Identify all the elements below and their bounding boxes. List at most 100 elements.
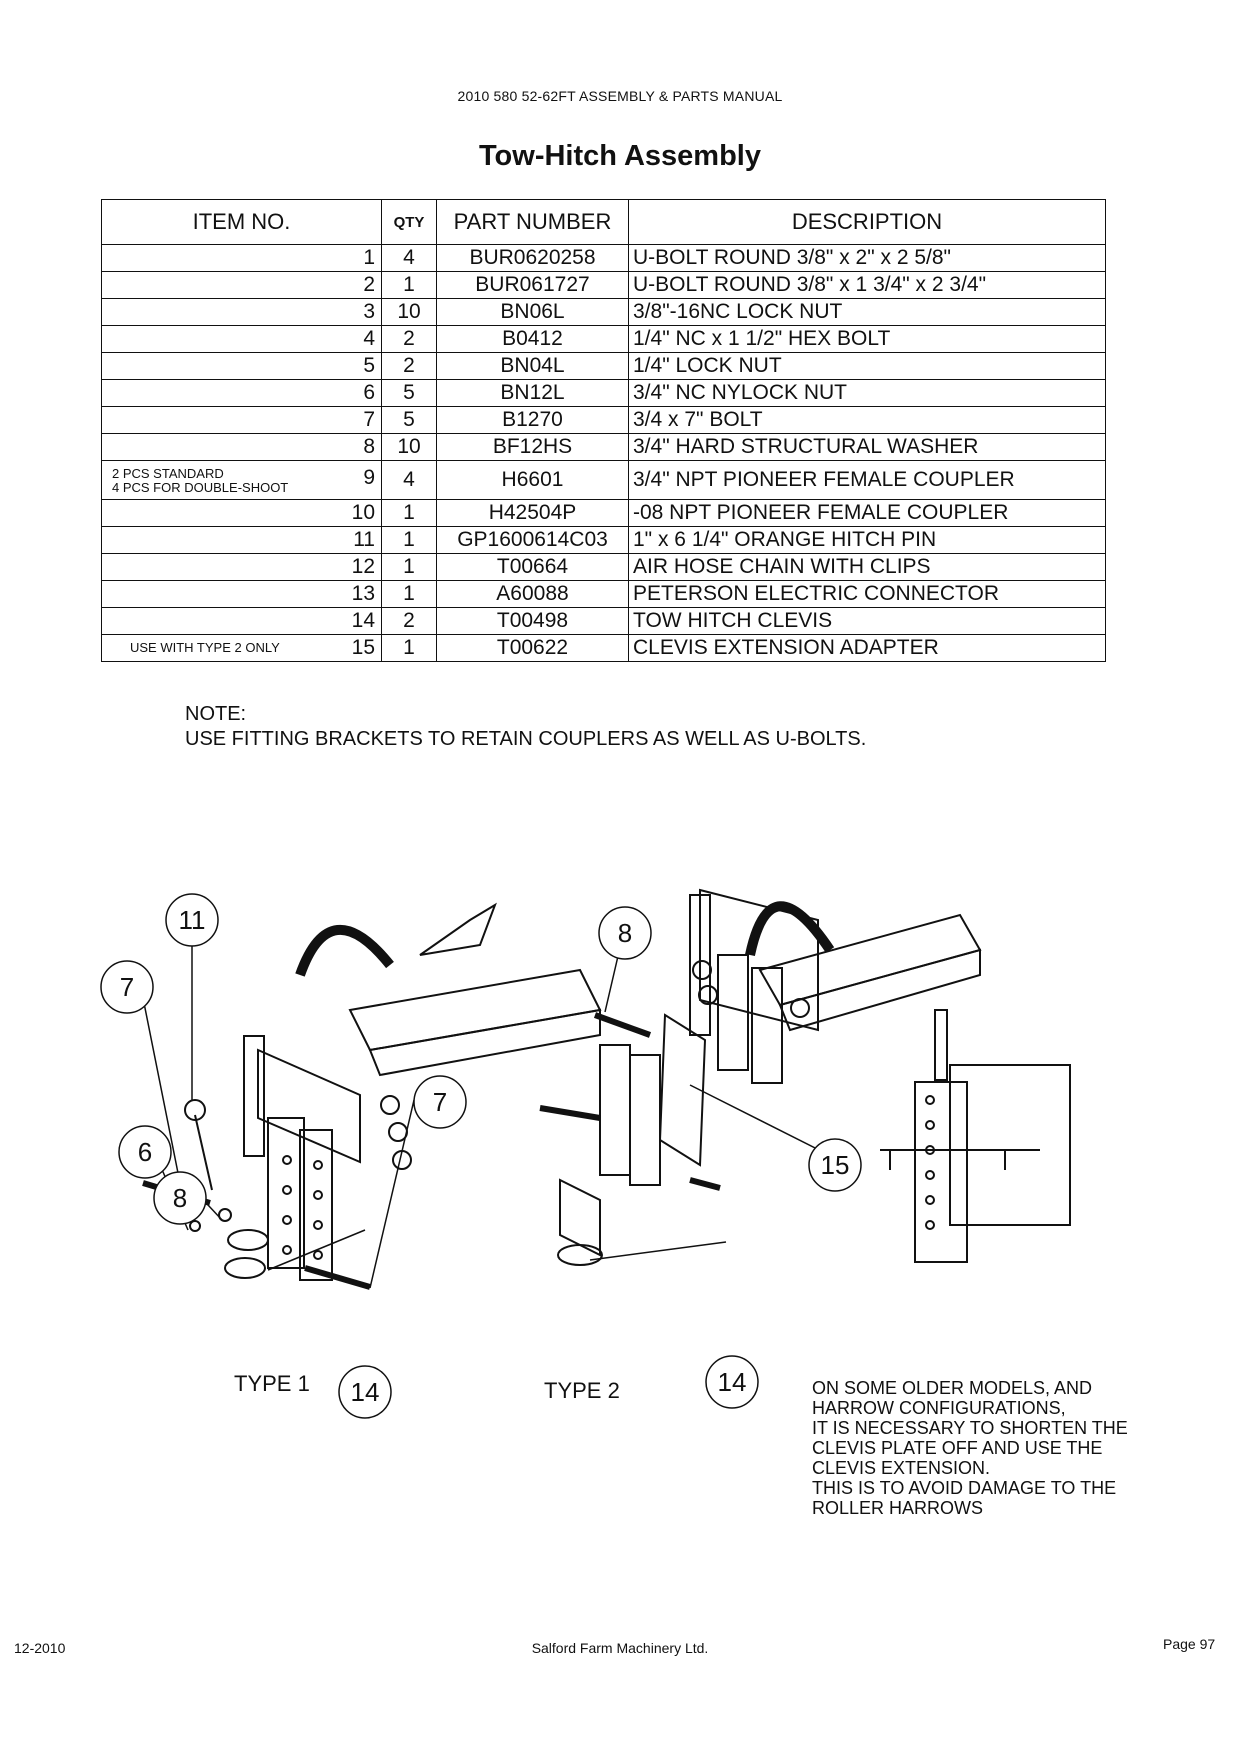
header-item-no: ITEM NO. (101, 199, 382, 245)
callout-label: 11 (179, 905, 206, 935)
cell-part-number: A60088 (436, 580, 629, 608)
cell-qty: 4 (381, 244, 437, 272)
cell-item-no: 13 (101, 580, 382, 608)
cell-qty: 1 (381, 634, 437, 662)
cell-item-no: 14 (101, 607, 382, 635)
item-number: 5 (363, 354, 375, 377)
assembly-note: NOTE: USE FITTING BRACKETS TO RETAIN COU… (185, 702, 866, 752)
cell-item-no: 8 (101, 433, 382, 461)
cell-part-number: BUR0620258 (436, 244, 629, 272)
cell-item-no: 1 (101, 244, 382, 272)
cell-qty: 1 (381, 553, 437, 581)
footer-date: 12-2010 (14, 1640, 66, 1656)
item-number: 14 (351, 609, 375, 632)
type1-label: TYPE 1 (234, 1371, 310, 1396)
header-part-number: PART NUMBER (436, 199, 629, 245)
header-qty: QTY (381, 199, 437, 245)
older-note-line: ROLLER HARROWS (812, 1498, 984, 1518)
callout-label: 7 (433, 1087, 447, 1117)
cell-qty: 5 (381, 379, 437, 407)
row-note: 2 PCS STANDARD 4 PCS FOR DOUBLE-SHOOT (112, 466, 289, 495)
cell-part-number: H6601 (436, 460, 629, 500)
cell-part-number: GP1600614C03 (436, 526, 629, 554)
older-note-line: CLEVIS PLATE OFF AND USE THE (812, 1438, 1103, 1458)
callout-label: 14 (351, 1377, 380, 1407)
footer-company: Salford Farm Machinery Ltd. (531, 1640, 709, 1656)
cell-item-no: 10 (101, 499, 382, 527)
callout-number: 11 (165, 893, 219, 947)
footer-page: Page 97 (1163, 1636, 1216, 1652)
callout-label: 7 (120, 972, 134, 1002)
parts-table-header: ITEM NO. QTY PART NUMBER DESCRIPTION (101, 199, 1106, 245)
callout-number: 8 (598, 906, 652, 960)
cell-item-no: 4 (101, 325, 382, 353)
older-note-line: CLEVIS EXTENSION. (812, 1458, 991, 1478)
callout-number: 15 (808, 1138, 862, 1192)
cell-description: CLEVIS EXTENSION ADAPTER (628, 634, 1106, 662)
cell-description: 3/4" NPT PIONEER FEMALE COUPLER (628, 460, 1106, 500)
cell-part-number: B1270 (436, 406, 629, 434)
item-number: 2 (363, 273, 375, 296)
callout-label: 14 (718, 1367, 747, 1397)
cell-item-no: 6 (101, 379, 382, 407)
callout-number: 7 (100, 960, 154, 1014)
callout-number: 6 (118, 1125, 172, 1179)
cell-description: AIR HOSE CHAIN WITH CLIPS (628, 553, 1106, 581)
cell-description: 1/4" LOCK NUT (628, 352, 1106, 380)
cell-qty: 1 (381, 526, 437, 554)
callout-label: 15 (821, 1150, 850, 1180)
cell-qty: 1 (381, 580, 437, 608)
manual-header: 2010 580 52-62FT ASSEMBLY & PARTS MANUAL (457, 88, 783, 104)
note-text: USE FITTING BRACKETS TO RETAIN COUPLERS … (185, 728, 867, 750)
cell-part-number: B0412 (436, 325, 629, 353)
item-number: 8 (363, 435, 375, 458)
callout-number: 7 (413, 1075, 467, 1129)
older-note-line: IT IS NECESSARY TO SHORTEN THE (812, 1418, 1128, 1438)
callout-label: 6 (138, 1137, 152, 1167)
cell-part-number: T00664 (436, 553, 629, 581)
cell-part-number: T00622 (436, 634, 629, 662)
item-number: 7 (363, 408, 375, 431)
callout-number: 14 (338, 1365, 392, 1419)
cell-qty: 10 (381, 433, 437, 461)
cell-item-no: 2 (101, 271, 382, 299)
cell-part-number: T00498 (436, 607, 629, 635)
item-number: 1 (363, 246, 375, 269)
cell-qty: 5 (381, 406, 437, 434)
cell-qty: 2 (381, 325, 437, 353)
note-label: NOTE: (185, 703, 247, 725)
cell-item-no: 2 PCS STANDARD 4 PCS FOR DOUBLE-SHOOT 9 (101, 460, 382, 500)
cell-part-number: BN04L (436, 352, 629, 380)
item-number: 15 (351, 636, 375, 659)
callout-label: 8 (618, 918, 632, 948)
item-number: 10 (351, 501, 375, 524)
cell-item-no: 11 (101, 526, 382, 554)
item-number: 9 (363, 466, 375, 489)
type2-assembly (539, 888, 982, 1266)
callout-number: 14 (705, 1355, 759, 1409)
clevis-shorten-detail (880, 1009, 1071, 1263)
cell-part-number: BN06L (436, 298, 629, 326)
older-note-line: HARROW CONFIGURATIONS, (812, 1398, 1066, 1418)
cell-description: 3/8"-16NC LOCK NUT (628, 298, 1106, 326)
type2-label: TYPE 2 (544, 1378, 620, 1403)
cell-description: U-BOLT ROUND 3/8" x 1 3/4" x 2 3/4" (628, 271, 1106, 299)
older-note-line: THIS IS TO AVOID DAMAGE TO THE (812, 1478, 1117, 1498)
cell-description: PETERSON ELECTRIC CONNECTOR (628, 580, 1106, 608)
item-number: 13 (351, 582, 375, 605)
